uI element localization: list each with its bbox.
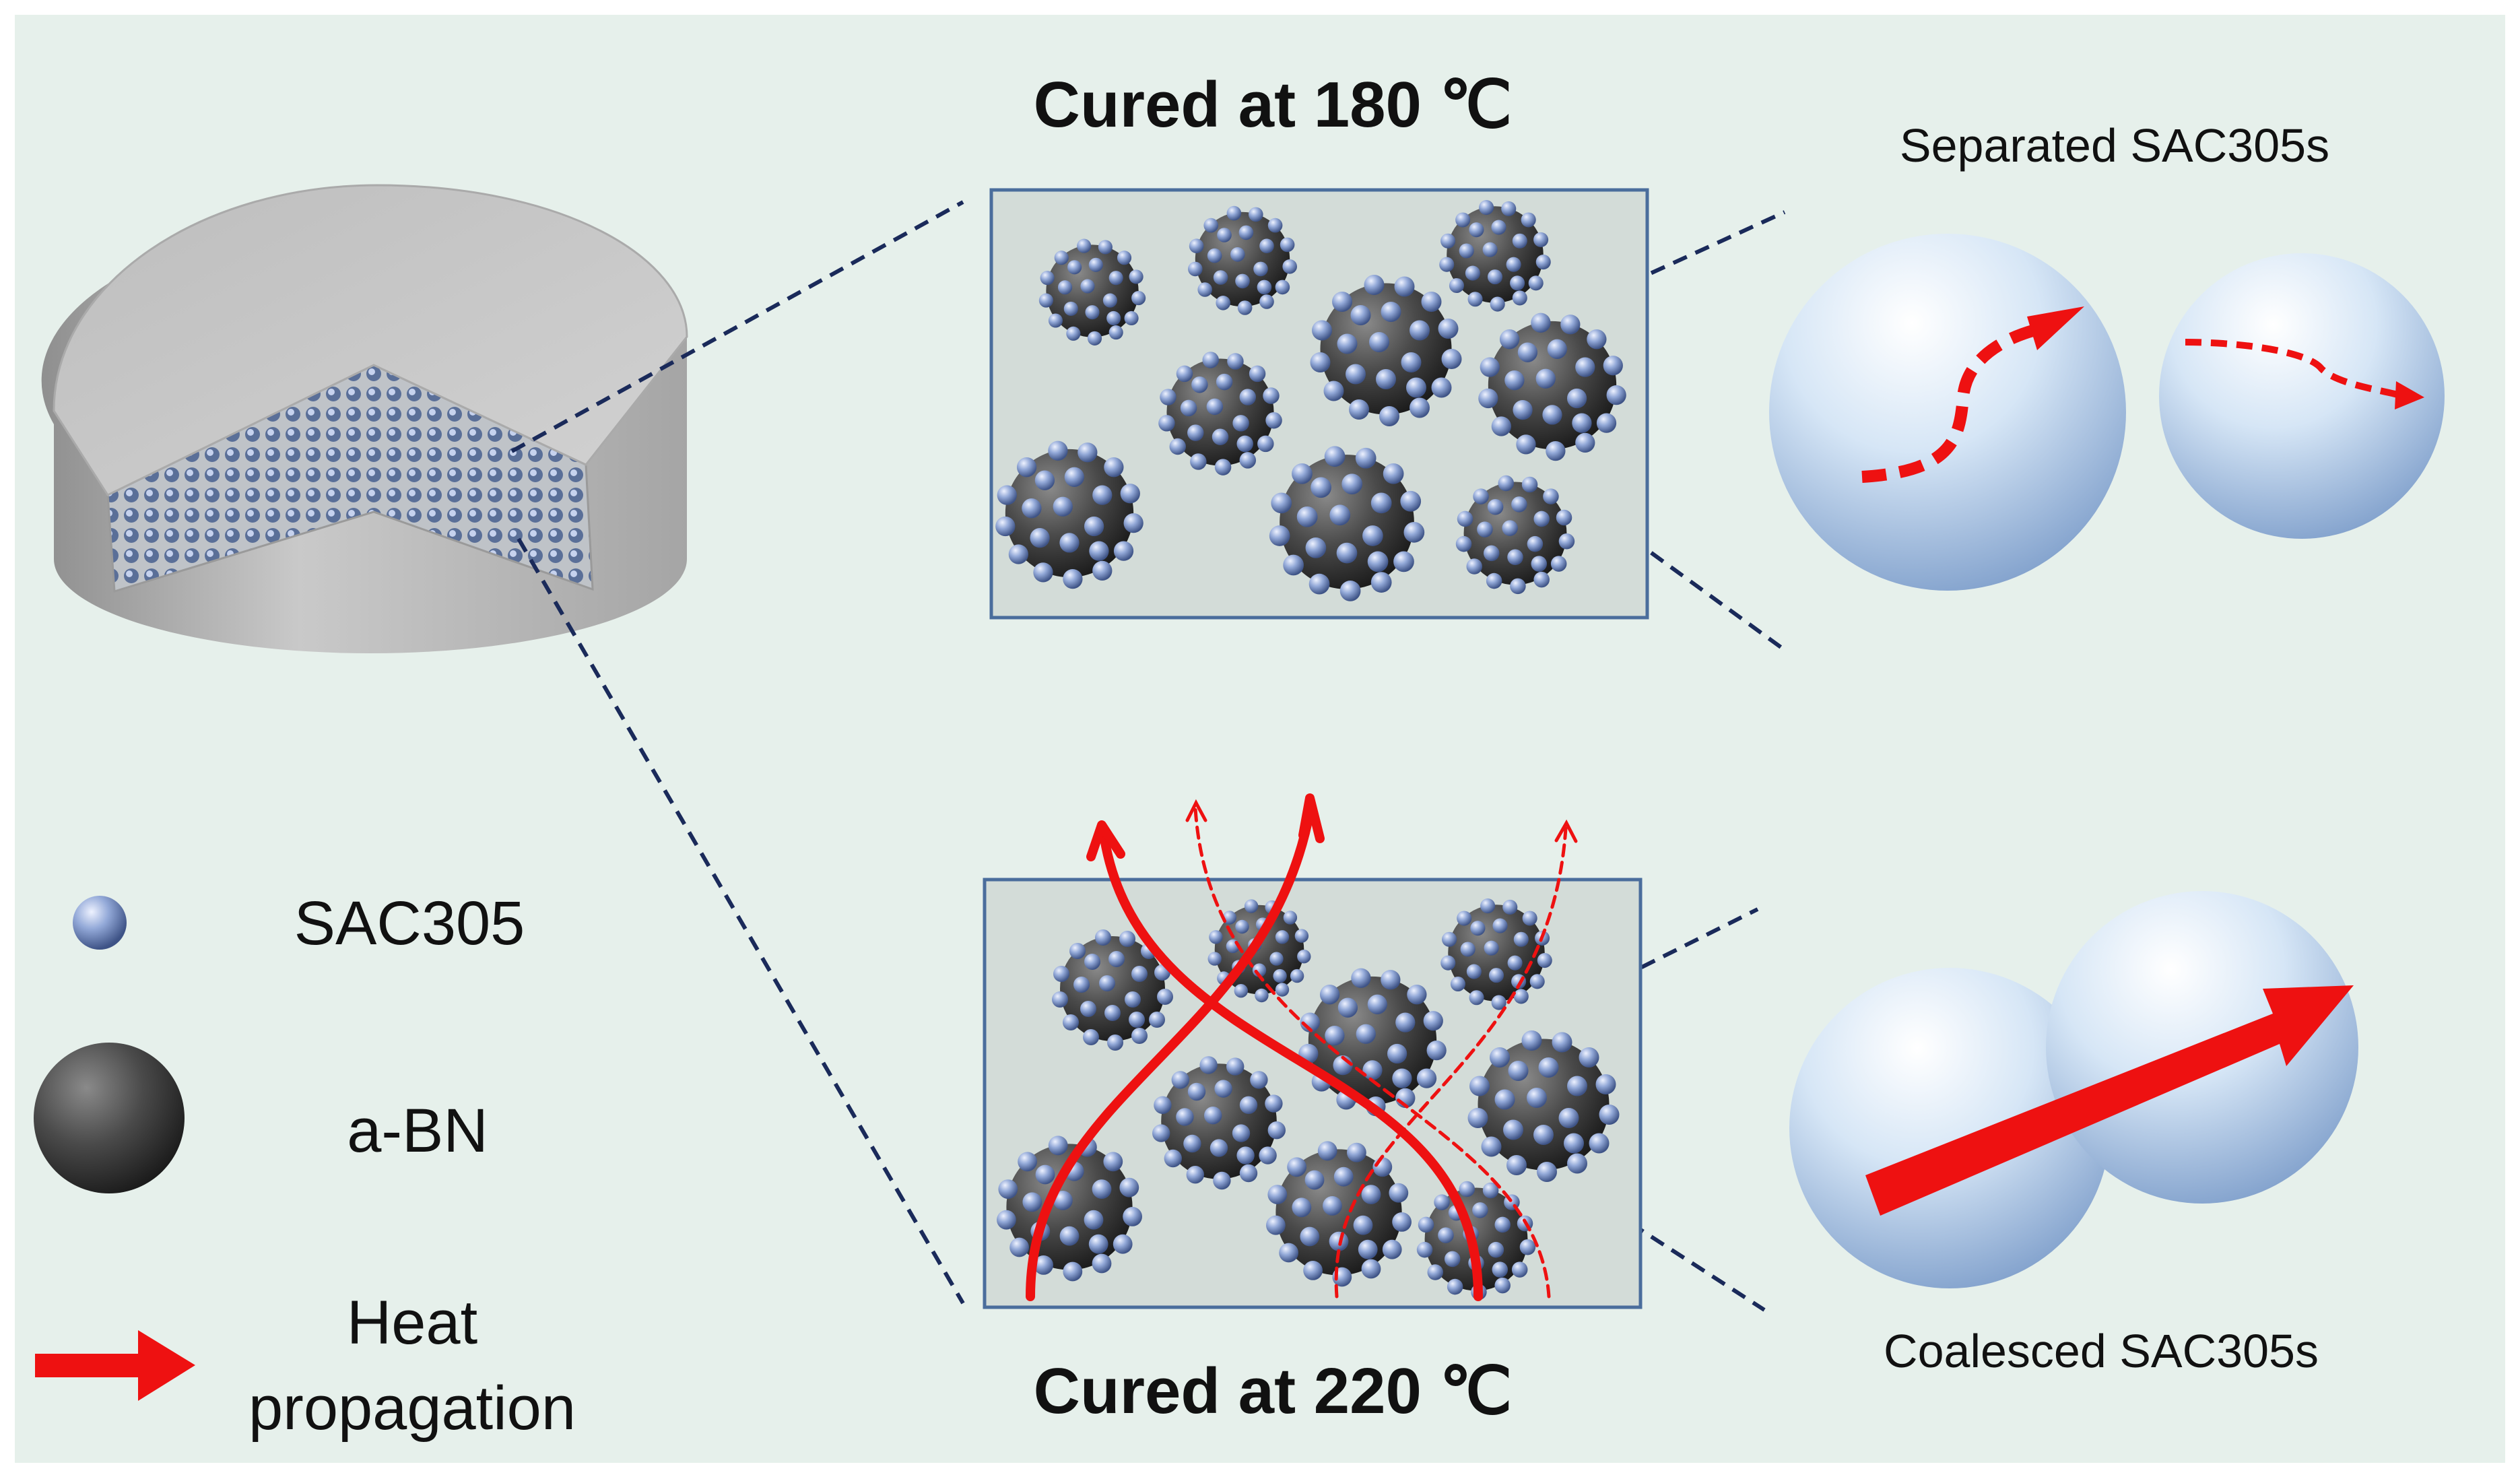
caption-separated: Separated SAC305s [1900,119,2329,172]
legend-sac305-label: SAC305 [294,889,525,958]
title-220: Cured at 220 ℃ [1034,1355,1513,1427]
legend-sac305-icon [73,896,127,950]
composite-disk [41,184,688,653]
legend-abn-label: a-BN [347,1096,488,1165]
panel-220 [983,878,1643,1309]
legend-heat-label-1: Heat [347,1288,477,1357]
caption-coalesced: Coalesced SAC305s [1884,1325,2319,1377]
legend-abn-icon [34,1043,185,1193]
coalesced-spheres [1789,891,2358,1288]
title-180: Cured at 180 ℃ [1034,69,1513,141]
legend-heat-label-2: propagation [248,1374,576,1443]
separated-spheres [1769,234,2445,591]
legend: SAC305 a-BN Heat propagation [34,889,576,1443]
panel-180 [989,188,1649,620]
heat-paths-220 [1026,793,1578,1301]
legend-heat-arrow-icon [35,1330,195,1401]
